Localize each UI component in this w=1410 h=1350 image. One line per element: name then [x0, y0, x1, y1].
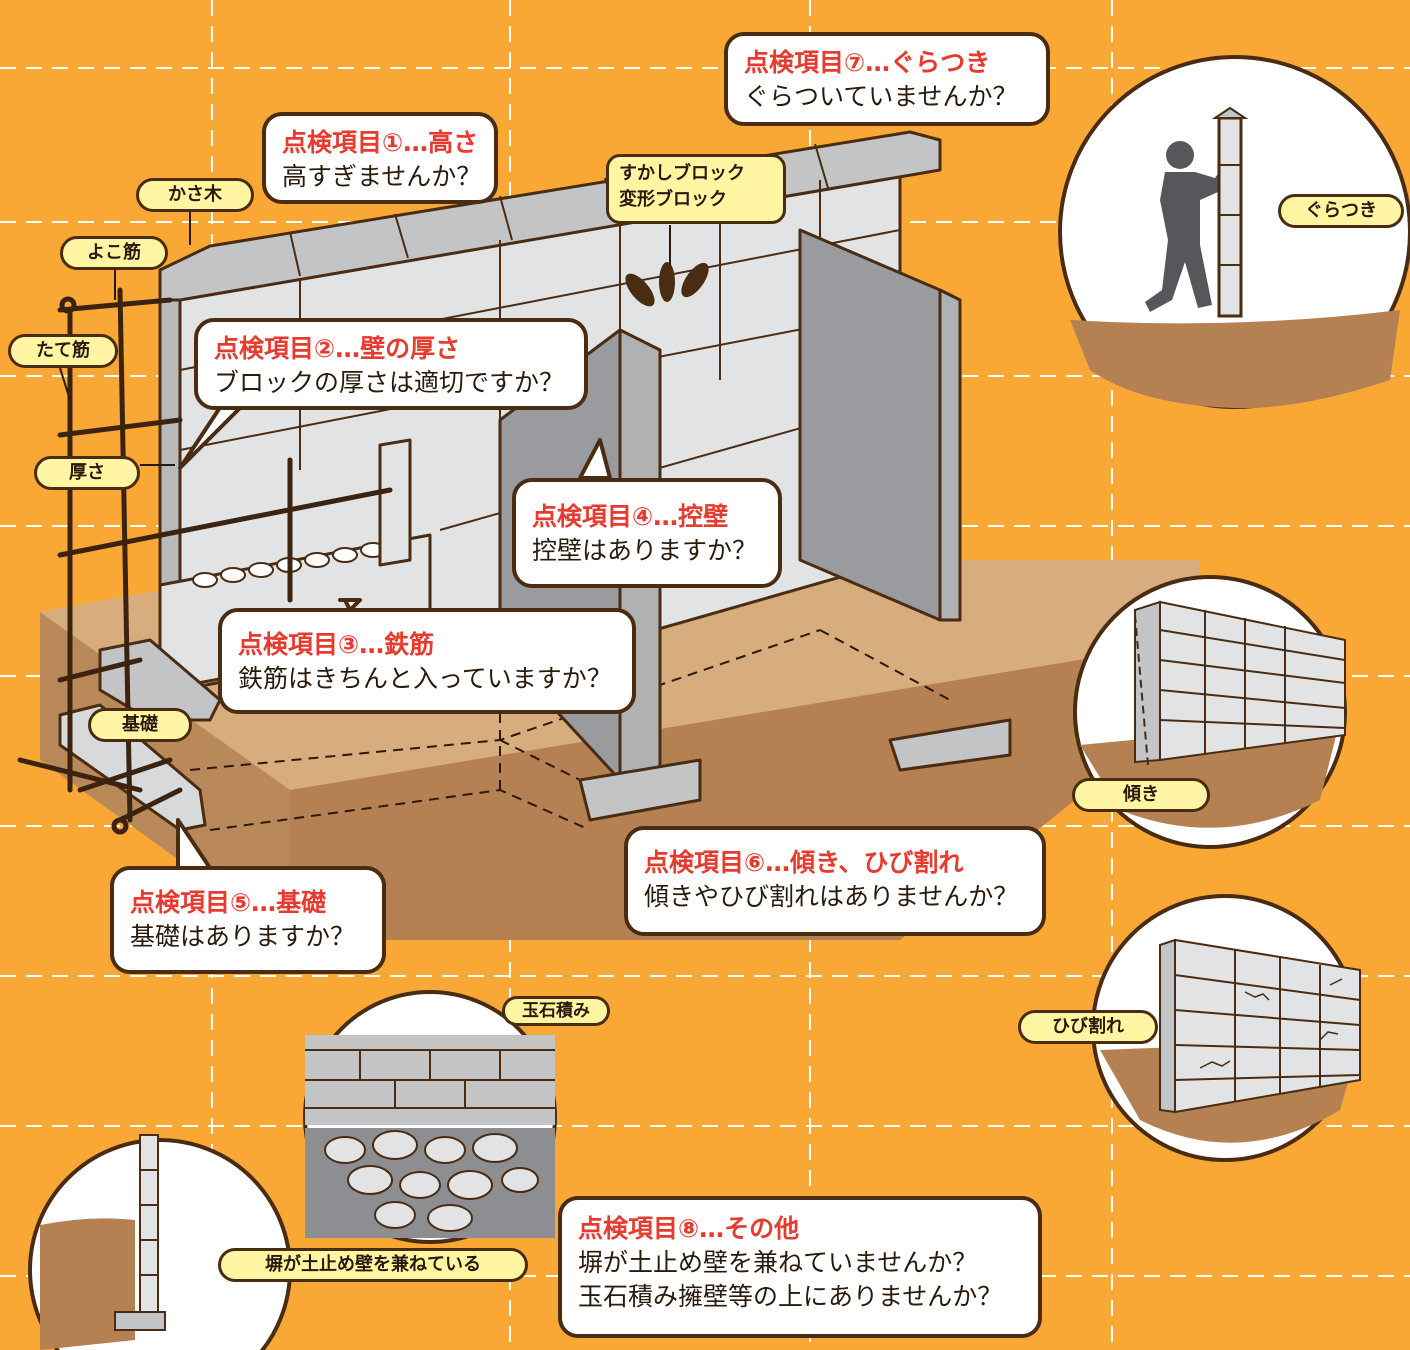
perforated-block	[625, 262, 709, 307]
stone-masonry-label: 玉石積み	[502, 996, 610, 1026]
check-other-title: 点検項目⑧…その他	[578, 1214, 800, 1243]
vertical-rebar-label: たて筋	[8, 334, 118, 368]
check-rebar-title: 点検項目③…鉄筋	[238, 630, 435, 659]
retaining-wall-label: 塀が土止め壁を兼ねている	[218, 1248, 528, 1282]
check-tilt-crack-callout: 点検項目⑥…傾き、ひび割れ 傾きやひび割れはありませんか？	[624, 826, 1046, 936]
check-tilt-crack-question: 傾きやひび割れはありませんか？	[644, 882, 1019, 911]
crack-circle	[1091, 894, 1361, 1162]
coping-label: かさ木	[136, 178, 254, 212]
perforated-block-label-2: 変形ブロック	[619, 189, 727, 210]
thickness-label: 厚さ	[34, 456, 140, 490]
check-tilt-crack-title: 点検項目⑥…傾き、ひび割れ	[644, 848, 964, 877]
person-icon	[1145, 141, 1228, 312]
callout-tails	[176, 396, 612, 870]
check-rebar-callout: 点検項目③…鉄筋 鉄筋はきちんと入っていますか？	[218, 608, 636, 714]
horizontal-rebar-label: よこ筋	[60, 236, 168, 270]
foundation-label: 基礎	[88, 708, 192, 742]
check-wobble-question: ぐらついていませんか？	[744, 82, 1018, 111]
check-wobble-callout: 点検項目⑦…ぐらつき ぐらついていませんか？	[724, 32, 1050, 126]
crack-label: ひび割れ	[1018, 1010, 1158, 1044]
check-other-callout: 点検項目⑧…その他 塀が土止め壁を兼ねていませんか？ 玉石積み擁壁等の上にありま…	[558, 1196, 1042, 1338]
check-buttress-callout: 点検項目④…控壁 控壁はありますか？	[512, 478, 782, 588]
check-other-question-1: 塀が土止め壁を兼ねていませんか？	[578, 1248, 978, 1277]
check-buttress-title: 点検項目④…控壁	[532, 502, 729, 531]
perforated-block-label-1: すかしブロック	[619, 163, 745, 184]
wobble-circle	[1058, 55, 1410, 409]
check-buttress-question: 控壁はありますか？	[532, 536, 758, 565]
retaining-circle	[28, 1134, 292, 1350]
check-wobble-title: 点検項目⑦…ぐらつき	[744, 48, 991, 77]
check-thickness-callout: 点検項目②…壁の厚さ ブロックの厚さは適切ですか？	[194, 318, 588, 410]
check-thickness-title: 点検項目②…壁の厚さ	[214, 334, 461, 363]
pointer-arrows	[59, 212, 671, 466]
stone-icon	[324, 1130, 539, 1232]
check-foundation-title: 点検項目⑤…基礎	[130, 888, 327, 917]
check-height-callout: 点検項目①…高さ 高すぎませんか？	[262, 112, 498, 204]
check-other-question-2: 玉石積み擁壁等の上にありませんか？	[578, 1282, 1003, 1311]
check-thickness-question: ブロックの厚さは適切ですか？	[214, 368, 565, 397]
wobble-label: ぐらつき	[1278, 194, 1404, 228]
crack-icon	[1199, 978, 1343, 1069]
check-foundation-question: 基礎はありますか？	[130, 922, 356, 951]
tilt-label: 傾き	[1072, 778, 1210, 812]
check-height-title: 点検項目①…高さ	[282, 128, 479, 157]
check-rebar-question: 鉄筋はきちんと入っていますか？	[238, 664, 612, 693]
check-height-question: 高すぎませんか？	[282, 162, 482, 191]
check-foundation-callout: 点検項目⑤…基礎 基礎はありますか？	[110, 866, 386, 974]
perforated-block-label: すかしブロック 変形ブロック	[606, 154, 786, 224]
stone-circle	[303, 990, 557, 1244]
